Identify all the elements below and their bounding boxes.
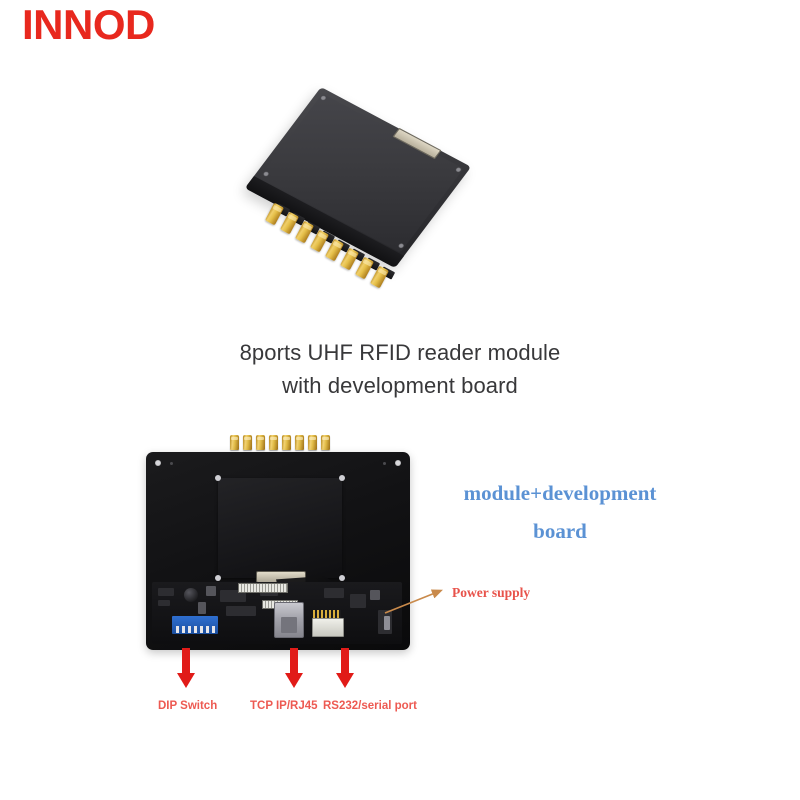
- rj45-ethernet-port: [274, 602, 304, 638]
- buzzer-component: [184, 588, 198, 602]
- arrow-shaft: [182, 648, 190, 674]
- board-marking: [383, 462, 386, 465]
- arrow-power-supply: [384, 589, 443, 614]
- board-sma-connector-1: [230, 435, 239, 450]
- dip-pin: [200, 626, 203, 633]
- blue-note-line-1: module+development: [463, 481, 657, 505]
- pcb-chip: [226, 606, 256, 616]
- label-dip-switch: DIP Switch: [158, 700, 218, 712]
- pcb-chip: [220, 590, 246, 602]
- pcb-chip: [370, 590, 380, 600]
- board-sma-connector-8: [321, 435, 330, 450]
- label-tcp-rj45: TCP IP/RJ45: [250, 700, 318, 712]
- module-development-note: module+development board: [430, 474, 690, 550]
- mounted-rfid-module: [215, 475, 345, 583]
- caption-line-2: with development board: [282, 373, 518, 398]
- pcb-chip: [350, 594, 366, 608]
- arrow-shaft: [290, 648, 298, 674]
- board-mount-hole: [155, 460, 161, 466]
- arrow-dip-switch: [177, 648, 195, 688]
- dip-switch: [172, 616, 218, 634]
- blue-note-line-2: board: [533, 519, 587, 543]
- brand-logo: INNOD: [22, 1, 155, 48]
- pcb-chip: [384, 616, 390, 630]
- module-mount-screw: [339, 575, 345, 581]
- dip-pin: [206, 626, 209, 633]
- label-rs232: RS232/serial port: [323, 700, 417, 712]
- dip-pin: [212, 626, 215, 633]
- arrow-head: [177, 673, 195, 688]
- development-board-photo: [146, 430, 416, 670]
- pcb-chip: [158, 600, 170, 606]
- arrow-head: [285, 673, 303, 688]
- product-caption: 8ports UHF RFID reader module with devel…: [0, 336, 800, 402]
- board-sma-connector-2: [243, 435, 252, 450]
- dip-pin: [194, 626, 197, 633]
- board-pcb: [146, 452, 410, 650]
- board-sma-connector-7: [308, 435, 317, 450]
- board-sma-connector-6: [295, 435, 304, 450]
- pcb-chip: [198, 602, 206, 614]
- pcb-chip: [206, 586, 216, 596]
- arrow-rs232: [336, 648, 354, 688]
- board-sma-connector-4: [269, 435, 278, 450]
- pcb-chip: [158, 588, 174, 596]
- board-sma-connector-5: [282, 435, 291, 450]
- board-circuitry: [152, 582, 402, 644]
- module-body: [244, 87, 472, 268]
- pin-header: [238, 583, 288, 593]
- board-mount-hole: [395, 460, 401, 466]
- arrow-shaft: [341, 648, 349, 674]
- dip-pin: [176, 626, 179, 633]
- board-marking: [170, 462, 173, 465]
- board-sma-connector-3: [256, 435, 265, 450]
- label-power-supply: Power supply: [452, 585, 531, 600]
- arrow-head: [336, 673, 354, 688]
- serial-pin-header: [313, 610, 341, 618]
- module-mount-screw: [215, 475, 221, 481]
- dip-pin: [182, 626, 185, 633]
- rs232-serial-connector: [312, 618, 344, 637]
- rfid-module-photo: [244, 87, 505, 305]
- module-mount-screw: [215, 575, 221, 581]
- module-mount-screw: [339, 475, 345, 481]
- dip-pin: [188, 626, 191, 633]
- caption-line-1: 8ports UHF RFID reader module: [239, 340, 561, 365]
- pcb-chip: [324, 588, 344, 598]
- arrow-tcp-rj45: [285, 648, 303, 688]
